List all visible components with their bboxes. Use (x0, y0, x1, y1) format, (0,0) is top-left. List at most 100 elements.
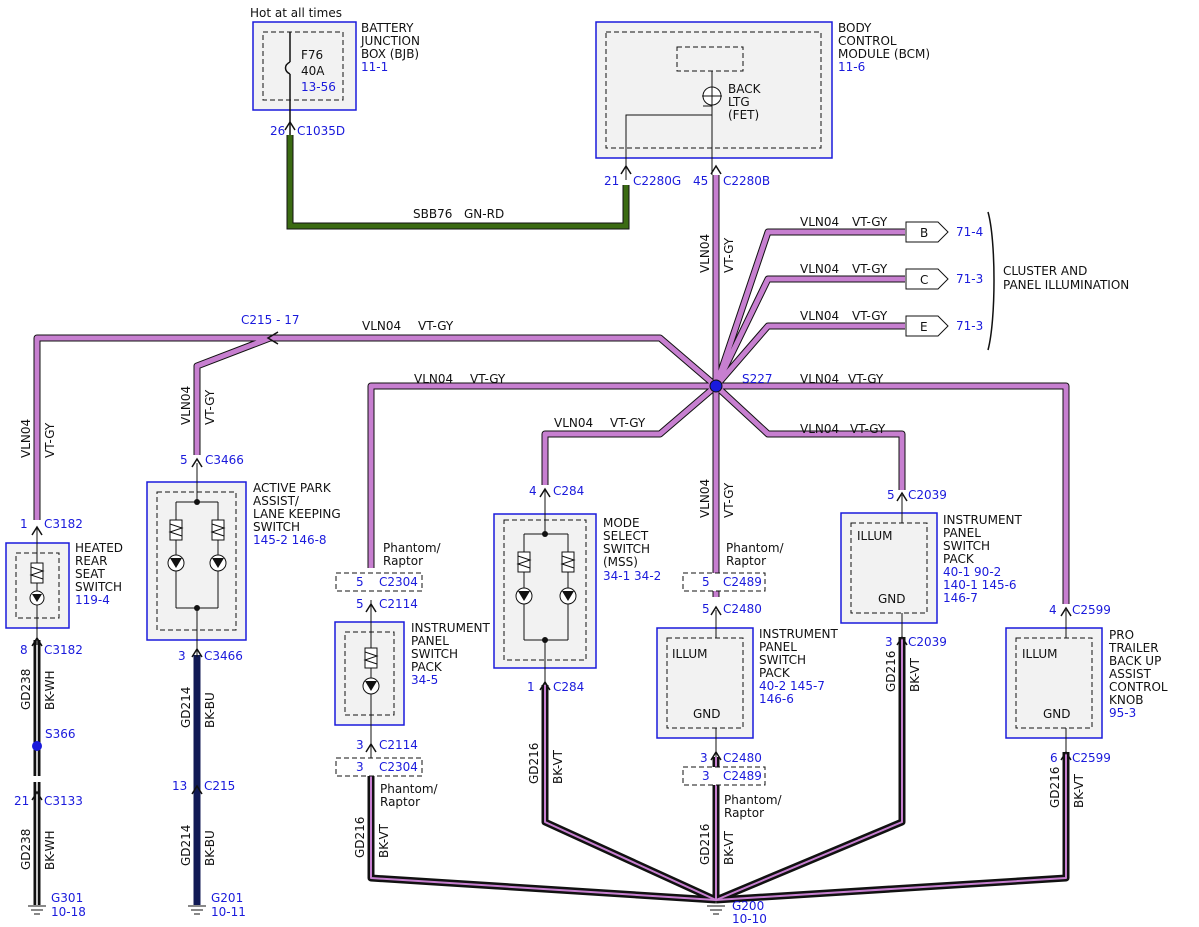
label-ipsp2-connD: C2489 (723, 769, 762, 783)
label-mss-gcol: BK-VT (551, 749, 565, 784)
label-ipsp1-t2: PANEL (411, 634, 449, 648)
label-ipsp3-t3: SWITCH (943, 539, 990, 553)
label-heated-pin21: 21 (14, 794, 29, 808)
label-ipsp2-gd: GD216 (698, 824, 712, 865)
label-ipsp2-pinA: 5 (702, 575, 710, 589)
label-ipsp3-gcol: BK-VT (908, 657, 922, 692)
splice-s366 (32, 741, 42, 751)
label-ipsp3-ref3: 146-7 (943, 591, 978, 605)
label-apa-gref: 10-11 (211, 905, 246, 919)
label-ipsp1-ph1: Phantom/ (383, 541, 442, 555)
instrument-panel-switch-pack-3: 5 C2039 ILLUM GND INSTRUMENT PANEL SWITC… (840, 488, 1022, 692)
label-sbb-circuit: SBB76 (413, 207, 452, 221)
label-trailer-t5: CONTROL (1109, 680, 1168, 694)
label-battery-t1: BATTERY (361, 21, 414, 35)
label-apa-gd: GD214 (179, 825, 193, 866)
label-trailer-t3: BACK UP (1109, 654, 1161, 668)
label-vln-circuit: VLN04 (698, 479, 712, 518)
label-ipsp3-illum: ILLUM (857, 529, 892, 543)
label-vln-color: VT-GY (850, 422, 886, 436)
label-splice-s227: S227 (742, 372, 773, 386)
label-vln-color: VT-GY (722, 237, 736, 273)
label-apa-gcol: BK-BU (203, 830, 217, 866)
mode-select-switch: 4 C284 MODE SELECT SWITCH (MSS) 34-1 34-… (493, 484, 661, 784)
label-ipsp2-illum: ILLUM (672, 647, 707, 661)
label-apa-t4: SWITCH (253, 520, 300, 534)
label-ipsp2-ph3: Phantom/ (724, 793, 783, 807)
label-vln-circuit: VLN04 (698, 234, 712, 273)
body-control-module: BACK LTG (FET) BODY CONTROL MODULE (BCM)… (595, 21, 930, 188)
label-heated-gcol: BK-WH (43, 830, 57, 870)
label-ipsp1-t3: SWITCH (411, 647, 458, 661)
label-trailer-t2: TRAILER (1108, 641, 1159, 655)
label-mss-t4: (MSS) (603, 555, 638, 569)
label-bcm-t1: BODY (838, 21, 872, 35)
label-ipsp1-gcol: BK-VT (377, 823, 391, 858)
label-mss-ref: 34-1 34-2 (603, 569, 661, 583)
label-battery-pin: 26 (270, 124, 285, 138)
label-vln-color: VT-GY (43, 422, 57, 458)
label-ipsp1-connD: C2304 (379, 760, 418, 774)
label-mss-pin4: 4 (529, 484, 537, 498)
label-ipsp2-gnd: GND (693, 707, 721, 721)
label-ipsp1-ph3: Phantom/ (380, 782, 439, 796)
label-mss-conn1: C284 (553, 680, 584, 694)
label-ipsp2-pinB: 5 (702, 602, 710, 616)
label-apa-conn5: C3466 (205, 453, 244, 467)
label-battery-conn: C1035D (297, 124, 345, 138)
ground-icon (707, 905, 725, 915)
label-battery-fuseref: 13-56 (301, 80, 336, 94)
ground-icon (28, 905, 46, 915)
label-apa-conn3: C3466 (204, 649, 243, 663)
label-battery-hot: Hot at all times (250, 6, 342, 20)
label-vln-circuit: VLN04 (800, 422, 839, 436)
label-trailer-illum: ILLUM (1022, 647, 1057, 661)
label-ipsp1-ref: 34-5 (411, 673, 438, 687)
label-bcm-pinB: 45 (693, 174, 708, 188)
label-ipsp3-gnd: GND (878, 592, 906, 606)
label-ipsp3-conn3: C2039 (908, 635, 947, 649)
label-ipsp3-t4: PACK (943, 552, 975, 566)
label-cluster-t1: CLUSTER AND (1003, 264, 1087, 278)
label-ipsp2-ph2: Raptor (726, 554, 766, 568)
label-heated-t4: SWITCH (75, 580, 122, 594)
label-mss-t1: MODE (603, 516, 640, 530)
label-ipsp3-pin5: 5 (887, 488, 895, 502)
label-vln-color: VT-GY (203, 389, 217, 425)
label-ipsp2-t1: INSTRUMENT (759, 627, 838, 641)
label-apa-gcol: BK-BU (203, 692, 217, 728)
label-cluster-cref: 71-3 (956, 272, 983, 286)
label-ipsp3-gd: GD216 (884, 651, 898, 692)
ground-wires (33, 637, 1070, 905)
label-ipsp1-pinA: 5 (356, 575, 364, 589)
label-cluster-e: E (920, 320, 928, 334)
label-heated-gref: 10-18 (51, 905, 86, 919)
ground-icon (188, 905, 206, 915)
label-trailer-t6: KNOB (1109, 693, 1144, 707)
bracket (987, 211, 995, 351)
splice-s227 (709, 379, 723, 393)
label-ipsp2-ref1: 40-2 145-7 (759, 679, 825, 693)
label-vln-circuit: VLN04 (179, 386, 193, 425)
label-vln-circuit: VLN04 (414, 372, 453, 386)
label-battery-t2: JUNCTION (360, 34, 420, 48)
label-apa-t1: ACTIVE PARK (253, 481, 332, 495)
label-trailer-gnd: GND (1043, 707, 1071, 721)
label-ipsp2-connA: C2489 (723, 575, 762, 589)
label-apa-pin13: 13 (172, 779, 187, 793)
label-ipsp2-t2: PANEL (759, 640, 797, 654)
label-vln-circuit: VLN04 (800, 309, 839, 323)
label-cluster-c: C (920, 273, 928, 287)
label-cluster-t2: PANEL ILLUMINATION (1003, 278, 1129, 292)
label-bcm-ref: 11-6 (838, 60, 865, 74)
instrument-panel-switch-pack-2: VLN04 VT-GY Phantom/ Raptor 5 C2489 5 C2… (656, 479, 838, 865)
pro-trailer-backup-assist-knob: 4 C2599 ILLUM GND PRO TRAILER BACK UP AS… (1005, 603, 1168, 808)
label-bcm-back1: BACK (728, 82, 762, 96)
label-bcm-back3: (FET) (728, 108, 759, 122)
label-ipsp2-gcol: BK-VT (722, 830, 736, 865)
label-battery-ref: 11-1 (361, 60, 388, 74)
label-heated-t3: SEAT (75, 567, 105, 581)
label-ipsp2-ph4: Raptor (724, 806, 764, 820)
label-trailer-t1: PRO (1109, 628, 1134, 642)
